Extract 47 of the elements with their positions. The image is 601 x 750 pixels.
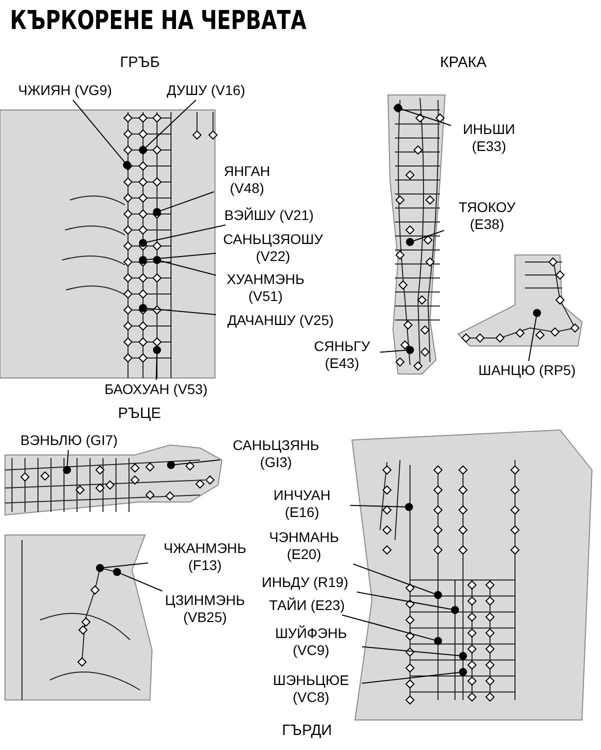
- point-label: ТАЙИ (E23): [260, 597, 354, 614]
- section-heading: РЪЦЕ: [118, 405, 161, 422]
- leader-line: [146, 308, 216, 316]
- leader-line: [401, 108, 452, 126]
- leader-line: [350, 504, 406, 508]
- leader-line: [160, 191, 214, 212]
- section-heading: ГРЪБ: [120, 54, 160, 71]
- point-label: ЦЗИНМЭНЬ (VB25): [150, 592, 260, 626]
- section-heading: ГЪРДИ: [282, 722, 332, 739]
- leader-line: [174, 459, 220, 466]
- point-label: ШУЙФЭНЬ (VC9): [262, 625, 360, 659]
- leader-line: [380, 350, 406, 353]
- point-label: СЯНЬГУ (E43): [306, 338, 378, 372]
- leader-line: [120, 573, 163, 592]
- point-label: ВЭНЬЛЮ (GI7): [10, 432, 128, 449]
- leader-line: [146, 252, 216, 260]
- leader-line: [146, 224, 226, 243]
- leader-line: [66, 450, 69, 466]
- point-label: ТЯОКОУ (E38): [446, 199, 528, 233]
- leader-line: [342, 614, 435, 640]
- section-heading: КРАКА: [440, 54, 486, 71]
- leader-line: [356, 592, 452, 610]
- point-label: ИНЬШИ (E33): [453, 121, 525, 155]
- point-label: ИНЬДУ (R19): [254, 574, 356, 591]
- leader-line: [145, 100, 196, 148]
- leader-line: [528, 316, 537, 362]
- leader-line: [352, 564, 435, 594]
- point-label: ДАЧАНШУ (V25): [218, 312, 343, 329]
- leader-line: [103, 562, 148, 568]
- point-label: САНЬЦЗЯОШУ (V22): [218, 231, 328, 265]
- point-label: ИНЧУАН (E16): [256, 487, 348, 521]
- leader-line: [156, 354, 158, 380]
- leader-line: [362, 646, 460, 656]
- leader-line: [413, 230, 444, 242]
- point-label: САНЬЦЗЯНЬ (GI3): [222, 437, 330, 471]
- point-label: ДУШУ (V16): [156, 82, 256, 99]
- point-label: БАОХУАН (V53): [92, 381, 220, 398]
- point-label: ШЭНЬЦЮЕ (VC8): [262, 672, 360, 706]
- leader-line: [362, 672, 460, 684]
- title: КЪРКОРЕНЕ НА ЧЕРВАТА: [10, 6, 306, 36]
- point-label: ШАНЦЮ (RP5): [468, 362, 586, 379]
- leader-line: [72, 100, 125, 162]
- point-label: ВЭЙШУ (V21): [218, 207, 320, 224]
- point-label: ЯНГАН (V48): [216, 163, 278, 197]
- point-label: ЧЖИЯН (VG9): [10, 82, 120, 99]
- leader-line: [160, 260, 216, 276]
- point-label: ХУАНМЭНЬ (V51): [218, 271, 313, 305]
